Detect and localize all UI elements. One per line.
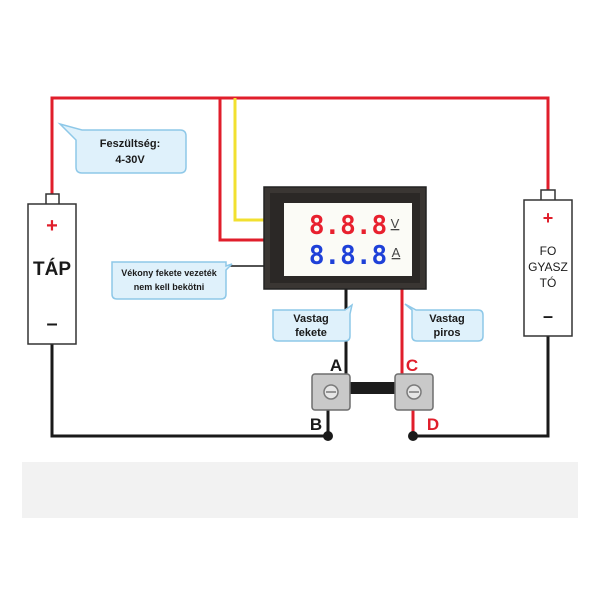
voltage-display: 8.8.8 xyxy=(309,211,387,241)
consumer-label-line1: FO xyxy=(540,244,557,258)
shunt-resistor xyxy=(311,373,434,411)
bottom-band xyxy=(22,462,578,518)
supply-minus-sign: – xyxy=(46,313,57,335)
junction-b-dot xyxy=(323,431,333,441)
voltage-callout: Feszültség: 4-30V xyxy=(57,122,187,174)
thick-red-callout: Vastag piros xyxy=(404,303,484,342)
junction-d-dot xyxy=(408,431,418,441)
thick-black-callout-line1: Vastag xyxy=(293,313,328,325)
current-unit: A xyxy=(392,245,401,260)
thick-black-callout: Vastag fekete xyxy=(272,303,354,342)
thick-red-callout-line2: piros xyxy=(434,327,461,339)
voltage-callout-line1: Feszültség: xyxy=(100,138,161,150)
point-d-label: D xyxy=(427,415,439,434)
thin-wire-callout: Vékony fekete vezeték nem kell bekötni xyxy=(111,261,233,300)
current-display: 8.8.8 xyxy=(309,241,387,271)
point-a-label: A xyxy=(330,356,342,375)
voltage-unit: V xyxy=(391,216,400,231)
power-supply: + TÁP – xyxy=(27,193,77,345)
volt-amp-meter: 8.8.8 V 8.8.8 A xyxy=(263,186,427,290)
thick-red-callout-line1: Vastag xyxy=(429,313,464,325)
thick-black-callout-line2: fekete xyxy=(295,327,327,339)
supply-label: TÁP xyxy=(33,258,71,280)
thin-wire-callout-line1: Vékony fekete vezeték xyxy=(121,268,218,278)
consumer-label-line3: TÓ xyxy=(540,275,557,290)
consumer-minus-sign: – xyxy=(543,306,553,326)
supply-plus-sign: + xyxy=(46,215,58,237)
yellow-wire xyxy=(233,98,265,222)
consumer: + FO GYASZ TÓ – xyxy=(523,189,573,337)
consumer-label-line2: GYASZ xyxy=(528,260,568,274)
thin-wire-callout-line2: nem kell bekötni xyxy=(134,282,205,292)
point-c-label: C xyxy=(406,356,418,375)
voltage-callout-line2: 4-30V xyxy=(115,154,145,166)
point-b-label: B xyxy=(310,415,322,434)
consumer-plus-sign: + xyxy=(543,208,554,228)
